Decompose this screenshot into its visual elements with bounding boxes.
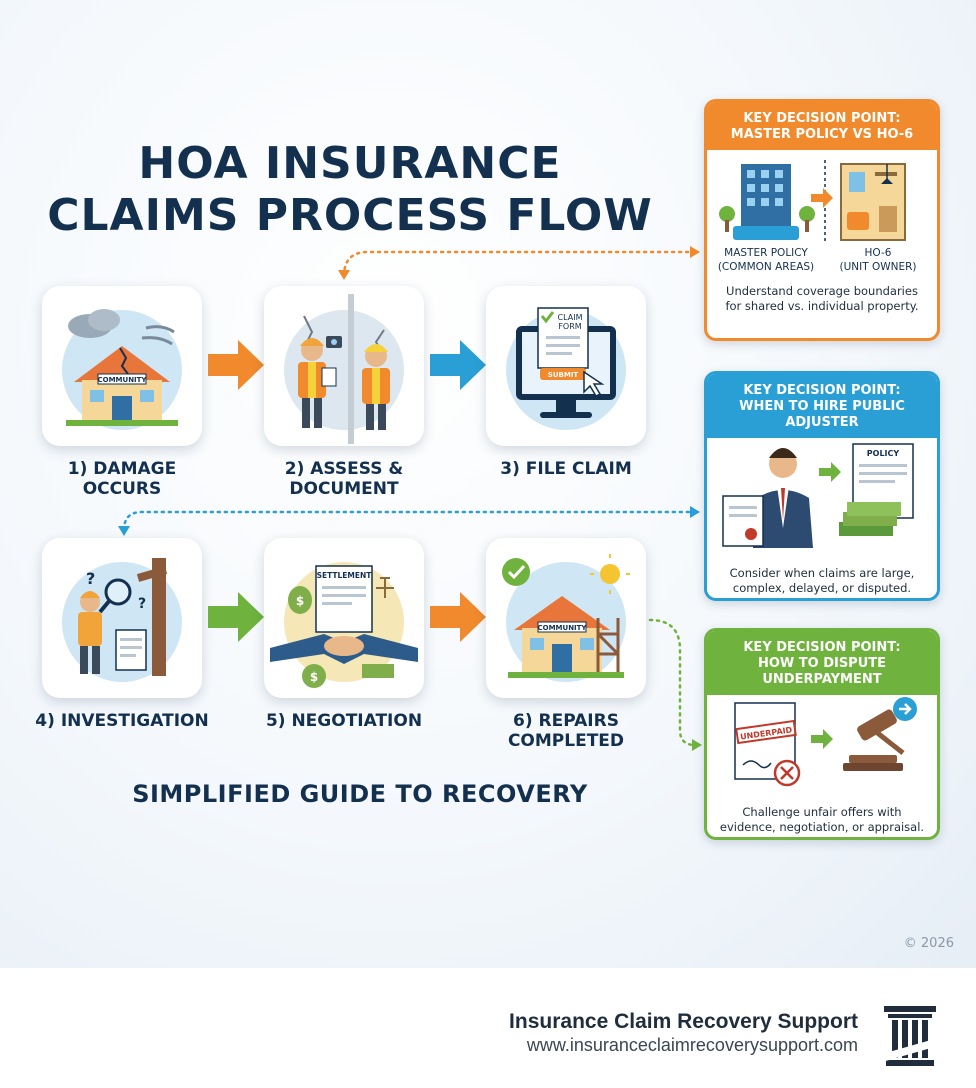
decision-heading: KEY DECISION POINT: WHEN TO HIRE PUBLIC …: [707, 374, 937, 438]
footer: Insurance Claim Recovery Support www.ins…: [0, 968, 976, 1088]
handshake-settlement-icon: SETTLEMENT $ $: [270, 562, 418, 688]
svg-text:COMMUNITY: COMMUNITY: [537, 624, 587, 632]
title-line-2: CLAIMS PROCESS FLOW: [47, 190, 653, 241]
svg-text:SETTLEMENT: SETTLEMENT: [317, 571, 373, 580]
decision-heading: KEY DECISION POINT: MASTER POLICY VS HO-…: [707, 102, 937, 150]
decision-heading: KEY DECISION POINT: HOW TO DISPUTE UNDER…: [707, 631, 937, 695]
dispute-underpayment-icon: UNDERPAID: [734, 697, 917, 787]
step-card-damage: COMMUNITY: [42, 286, 202, 446]
step-card-repairs: COMMUNITY: [486, 538, 646, 698]
step-card-assess: [264, 286, 424, 446]
decision-card-master-policy: KEY DECISION POINT: MASTER POLICY VS HO-…: [704, 99, 940, 341]
arrow-right-icon: [430, 340, 486, 390]
decision-card-public-adjuster: KEY DECISION POINT: WHEN TO HIRE PUBLIC …: [704, 371, 940, 601]
svg-text:CLAIM: CLAIM: [558, 313, 583, 322]
master-policy-vs-ho6-icon: [719, 160, 906, 242]
decision-description: Consider when claims are large,complex, …: [729, 566, 915, 595]
repaired-house-icon: COMMUNITY: [502, 554, 630, 682]
svg-text:POLICY: POLICY: [867, 449, 900, 458]
ho6-label: HO-6(UNIT OWNER): [839, 247, 917, 273]
arrow-right-icon: [208, 340, 264, 390]
investigator-icon: ? ?: [62, 558, 182, 682]
step-label-file-claim: 3) FILE CLAIM: [500, 459, 632, 479]
svg-text:?: ?: [138, 596, 146, 612]
svg-text:FORM: FORM: [558, 322, 581, 331]
svg-text:SUBMIT: SUBMIT: [548, 371, 579, 379]
title-line-1: HOA INSURANCE: [138, 138, 562, 189]
company-name: Insurance Claim Recovery Support: [509, 1010, 858, 1033]
house-sign-text: COMMUNITY: [97, 376, 147, 384]
arrow-right-icon: [430, 592, 486, 642]
company-url-link[interactable]: www.insuranceclaimrecoverysupport.com: [526, 1035, 858, 1055]
step-card-file-claim: CLAIM FORM SUBMIT: [486, 286, 646, 446]
inspectors-icon: [284, 294, 404, 444]
infographic-canvas: HOA INSURANCE CLAIMS PROCESS FLOW COMMUN…: [0, 0, 976, 968]
footer-brand: Insurance Claim Recovery Support www.ins…: [509, 1010, 858, 1056]
page-title: HOA INSURANCE CLAIMS PROCESS FLOW: [40, 138, 660, 242]
arrow-right-icon: [208, 592, 264, 642]
step-label-assess: 2) ASSESS &DOCUMENT: [284, 459, 404, 499]
pillar-logo-icon: [882, 1006, 938, 1066]
connector-blue: [122, 510, 692, 532]
step-card-negotiation: SETTLEMENT $ $: [264, 538, 424, 698]
step-label-negotiation: 5) NEGOTIATION: [265, 711, 423, 731]
damaged-house-icon: COMMUNITY: [62, 309, 182, 430]
claim-form-monitor-icon: CLAIM FORM SUBMIT: [506, 307, 626, 430]
step-card-investigation: ? ?: [42, 538, 202, 698]
step-label-investigation: 4) INVESTIGATION: [35, 711, 209, 731]
svg-text:$: $: [296, 594, 304, 608]
svg-text:?: ?: [86, 569, 95, 588]
master-policy-label: MASTER POLICY(COMMON AREAS): [717, 247, 815, 273]
copyright-text: © 2026: [903, 936, 954, 951]
connector-orange: [342, 250, 692, 278]
public-adjuster-icon: POLICY: [722, 443, 914, 548]
svg-text:$: $: [310, 670, 318, 684]
decision-card-dispute-underpayment: KEY DECISION POINT: HOW TO DISPUTE UNDER…: [704, 628, 940, 840]
subtitle: SIMPLIFIED GUIDE TO RECOVERY: [132, 780, 588, 808]
